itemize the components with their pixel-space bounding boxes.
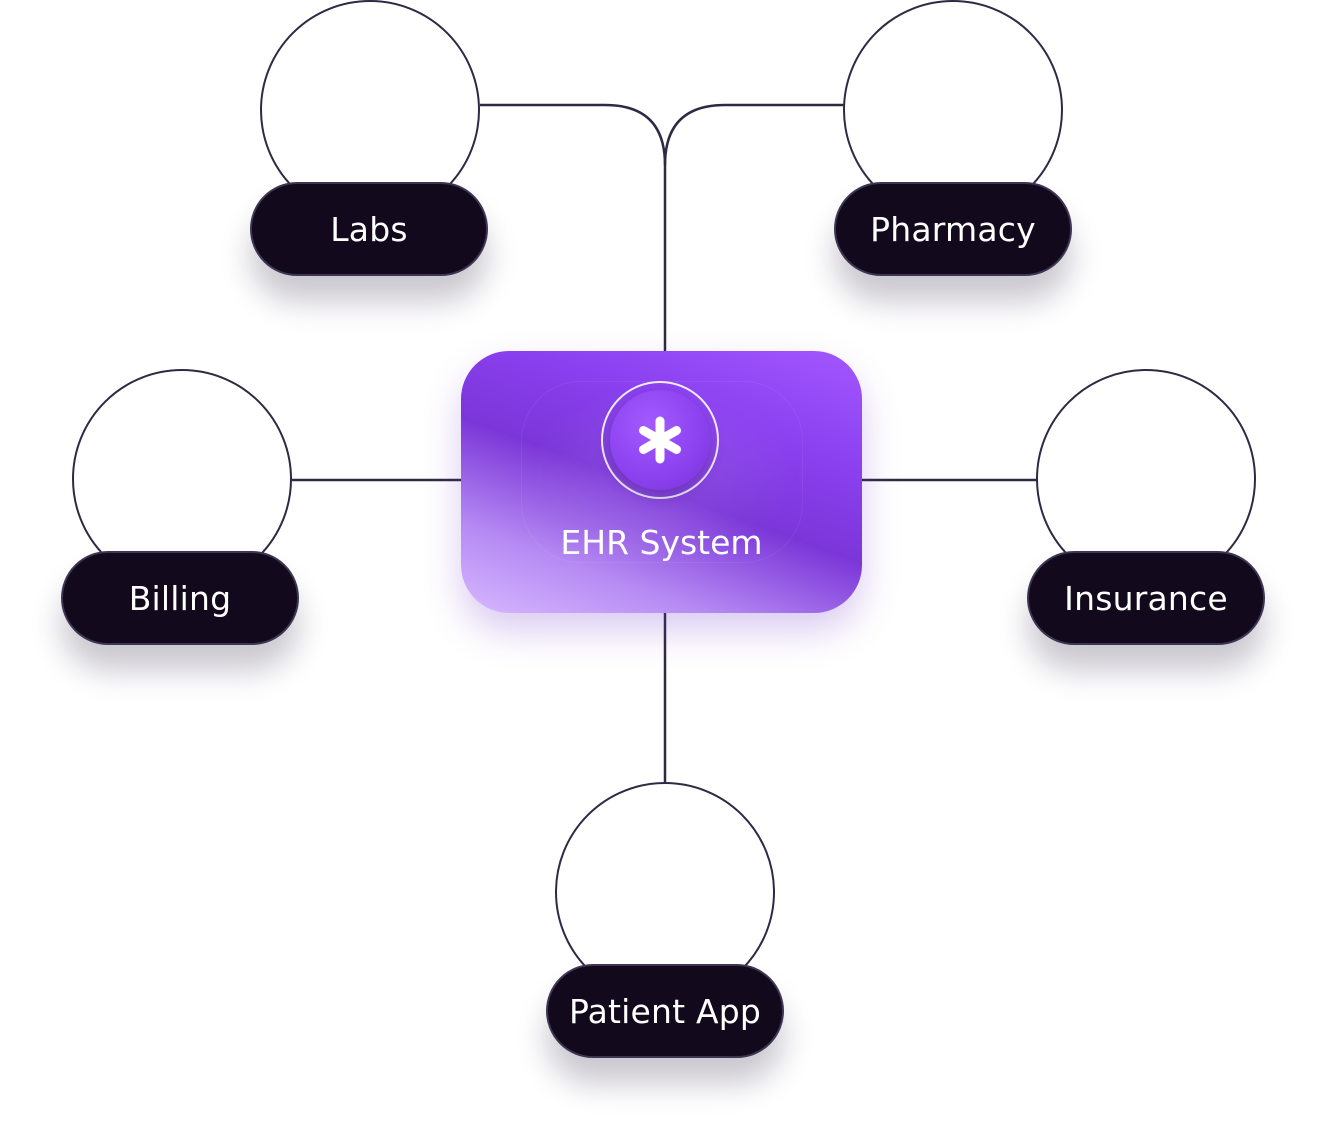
asterisk-icon bbox=[639, 416, 681, 464]
node-patient-app-label: Patient App bbox=[568, 991, 762, 1031]
connector-labs bbox=[480, 103, 667, 352]
connector-pharmacy bbox=[663, 103, 845, 166]
node-patient-app[interactable]: Patient App bbox=[546, 964, 784, 1058]
node-labs-label: Labs bbox=[330, 209, 408, 249]
node-pharmacy-label: Pharmacy bbox=[870, 209, 1036, 249]
hub-icon-ring bbox=[601, 381, 719, 499]
hub-icon-core bbox=[610, 390, 710, 490]
hub-label: EHR System bbox=[560, 523, 763, 562]
node-insurance[interactable]: Insurance bbox=[1027, 551, 1265, 645]
node-billing[interactable]: Billing bbox=[61, 551, 299, 645]
node-labs[interactable]: Labs bbox=[250, 182, 488, 276]
node-pharmacy[interactable]: Pharmacy bbox=[834, 182, 1072, 276]
node-billing-label: Billing bbox=[128, 578, 232, 618]
ehr-system-hub[interactable]: EHR System bbox=[461, 351, 862, 613]
node-insurance-label: Insurance bbox=[1064, 578, 1228, 618]
